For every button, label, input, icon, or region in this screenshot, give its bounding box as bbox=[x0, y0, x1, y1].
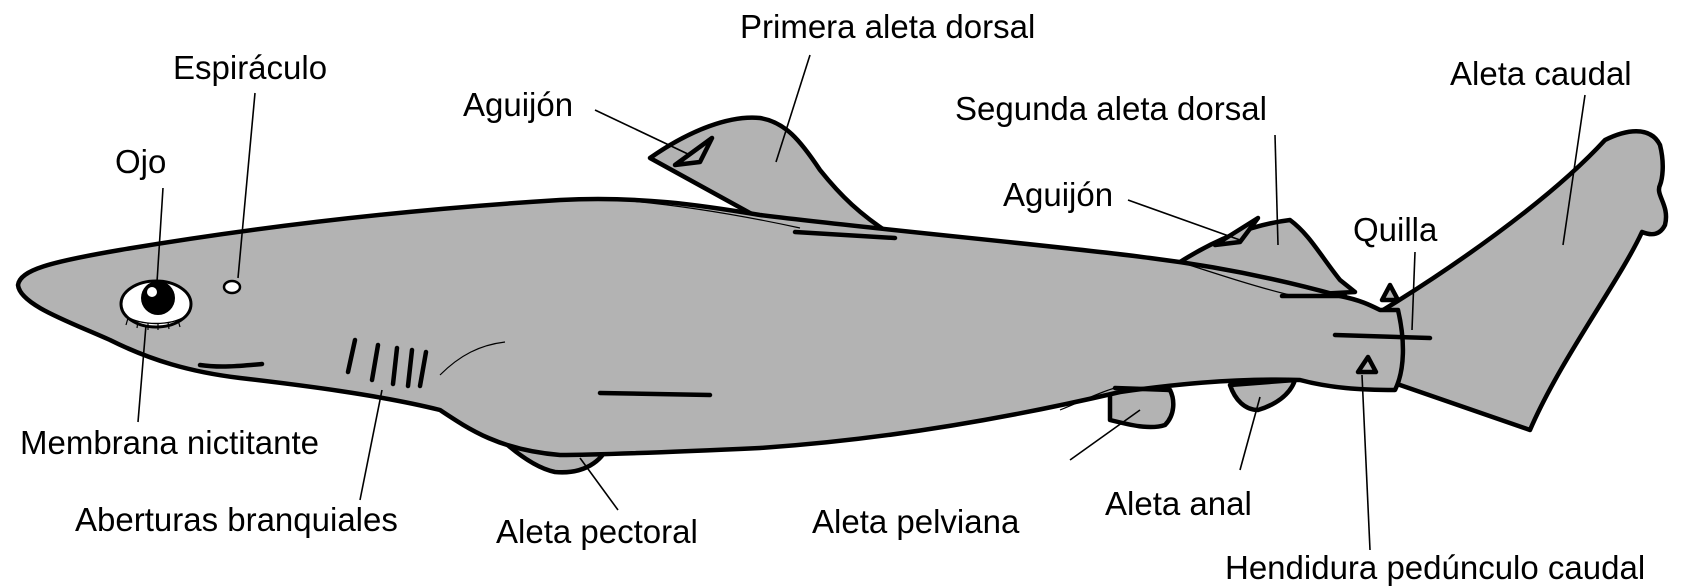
pectoral-base-line bbox=[600, 393, 710, 395]
label-aguijon-1: Aguijón bbox=[463, 86, 573, 123]
label-ojo: Ojo bbox=[115, 143, 166, 180]
keel-line bbox=[1335, 335, 1430, 338]
label-quilla: Quilla bbox=[1353, 211, 1438, 248]
label-segunda-aleta-dorsal: Segunda aleta dorsal bbox=[955, 90, 1267, 127]
label-aleta-anal: Aleta anal bbox=[1105, 485, 1252, 522]
label-aberturas-branquiales: Aberturas branquiales bbox=[75, 501, 398, 538]
shark-illustration bbox=[18, 118, 1666, 473]
spiracle bbox=[224, 281, 240, 293]
anal-fin bbox=[1230, 380, 1295, 410]
label-hendidura-pedunculo-caudal: Hendidura pedúnculo caudal bbox=[1225, 549, 1645, 586]
label-espiraculo: Espiráculo bbox=[173, 49, 327, 86]
label-aleta-pectoral: Aleta pectoral bbox=[496, 513, 698, 550]
shark-body bbox=[18, 199, 1403, 455]
mouth-line bbox=[200, 364, 262, 367]
label-primera-aleta-dorsal: Primera aleta dorsal bbox=[740, 8, 1035, 45]
label-aleta-pelviana: Aleta pelviana bbox=[812, 503, 1020, 540]
label-aguijon-2: Aguijón bbox=[1003, 176, 1113, 213]
label-aleta-caudal: Aleta caudal bbox=[1450, 55, 1632, 92]
label-membrana-nictitante: Membrana nictitante bbox=[20, 424, 319, 461]
